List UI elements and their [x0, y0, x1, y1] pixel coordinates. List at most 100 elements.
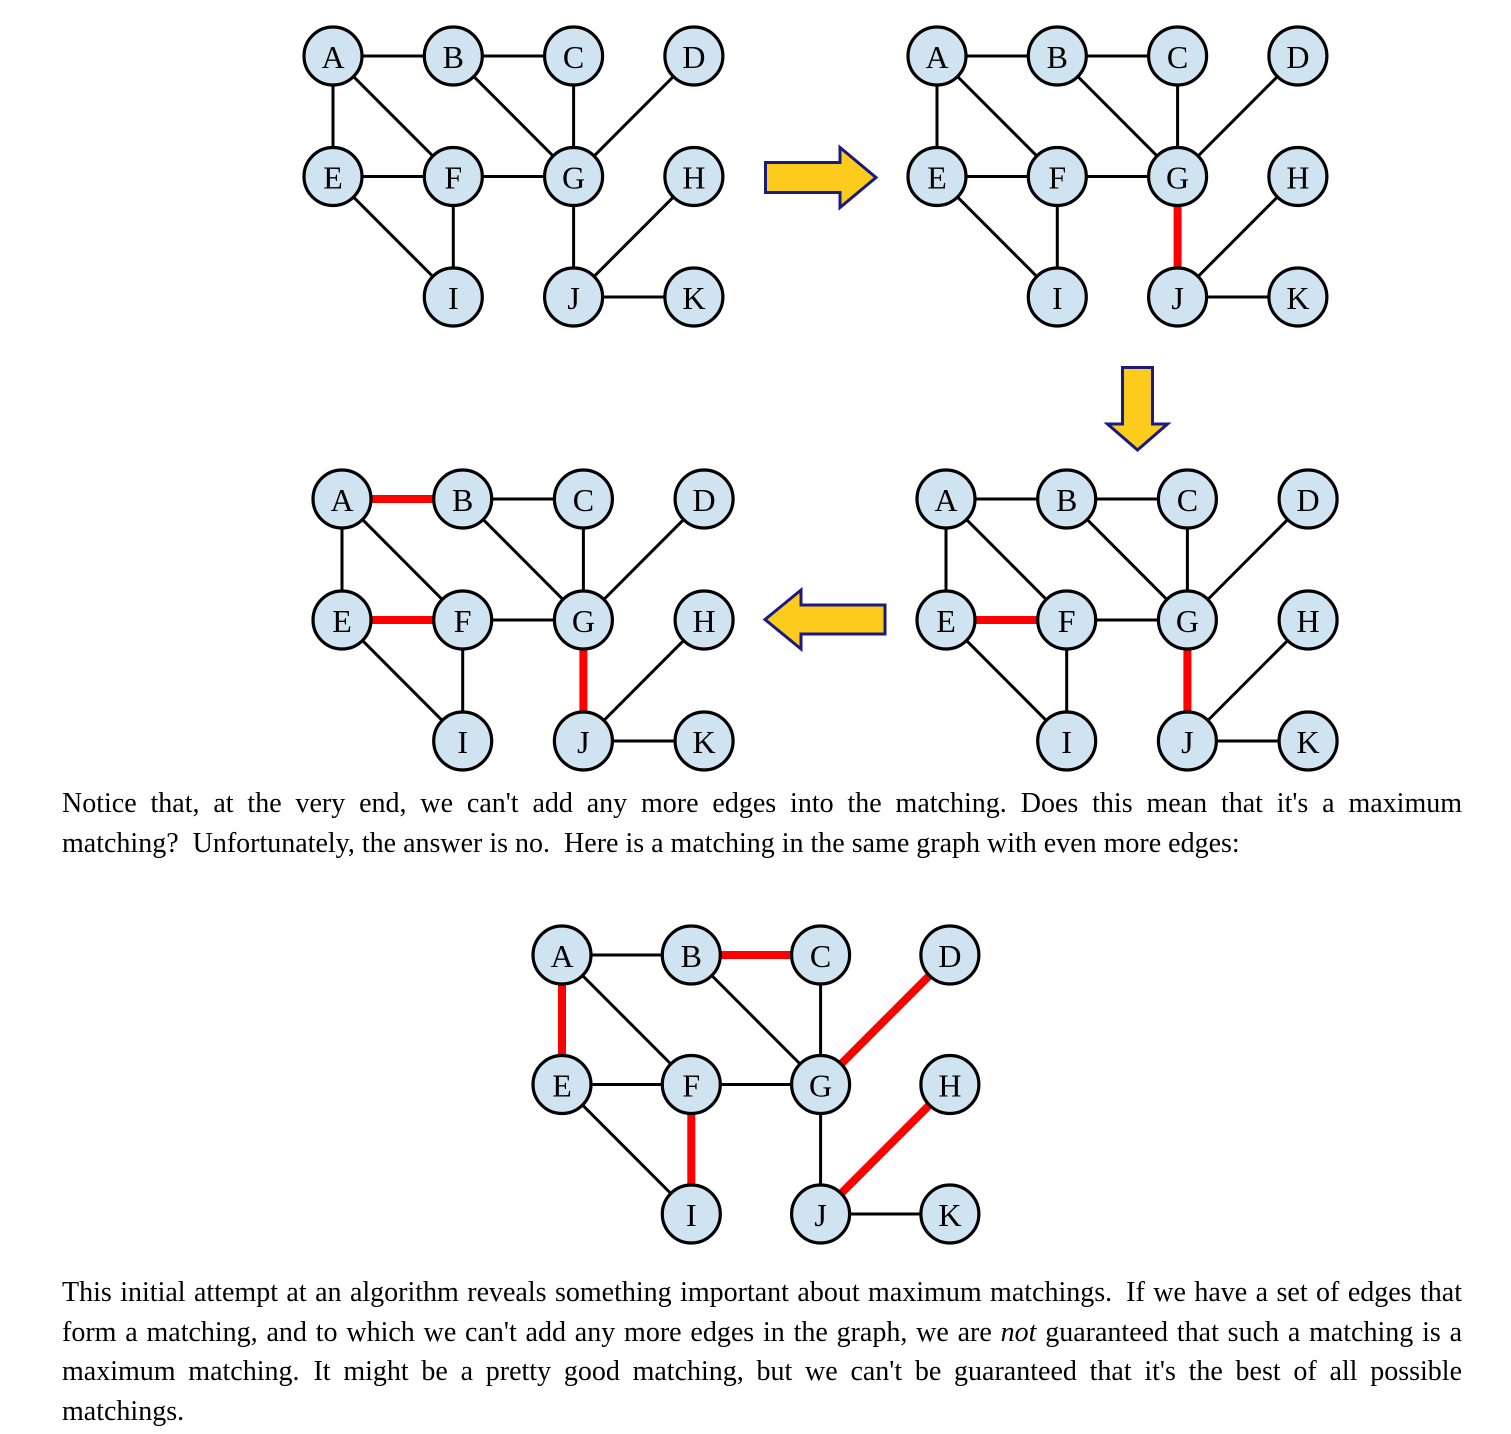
- node-label: G: [572, 603, 595, 639]
- paragraph-2-after: guaranteed that such a matching is a max…: [62, 1316, 1462, 1427]
- node-label: J: [567, 280, 579, 316]
- node-circle: [552, 589, 614, 651]
- node-f: F: [422, 145, 484, 208]
- node-label: C: [563, 39, 584, 75]
- node-label: J: [1171, 280, 1183, 316]
- node-label: E: [332, 603, 352, 639]
- node-label: C: [573, 482, 594, 518]
- node-circle: [660, 1053, 722, 1116]
- node-circle: [542, 25, 605, 87]
- node-k: K: [1277, 710, 1339, 772]
- node-circle: [432, 468, 494, 530]
- node-circle: [1267, 266, 1329, 328]
- node-circle: [1026, 25, 1088, 87]
- node-circle: [1156, 589, 1218, 651]
- node-circle: [1277, 710, 1339, 772]
- node-circle: [1156, 710, 1218, 772]
- node-circle: [919, 1183, 981, 1245]
- node-label: B: [443, 39, 464, 75]
- node-d: D: [673, 468, 735, 530]
- node-circle: [552, 468, 614, 530]
- node-e: E: [531, 1053, 593, 1116]
- node-i: I: [422, 266, 484, 328]
- node-label: C: [810, 938, 831, 974]
- node-label: G: [562, 159, 585, 195]
- node-j: J: [552, 710, 614, 772]
- node-e: E: [302, 145, 364, 208]
- node-label: K: [1286, 280, 1309, 316]
- node-a: A: [302, 25, 364, 87]
- node-circle: [663, 266, 725, 328]
- node-c: C: [1156, 468, 1218, 530]
- node-label: K: [938, 1197, 961, 1233]
- paragraph-1-text: Notice that, at the very end, we can't a…: [62, 788, 1462, 859]
- node-label: B: [681, 938, 702, 974]
- node-k: K: [919, 1183, 981, 1245]
- node-circle: [422, 145, 484, 208]
- node-circle: [1146, 25, 1209, 87]
- node-circle: [552, 710, 614, 772]
- node-label: A: [330, 482, 353, 518]
- node-j: J: [1146, 266, 1209, 328]
- node-label: B: [1056, 482, 1077, 518]
- node-label: F: [1048, 159, 1066, 195]
- node-circle: [789, 1183, 852, 1245]
- node-circle: [789, 924, 852, 986]
- node-k: K: [663, 266, 725, 328]
- node-circle: [302, 145, 364, 208]
- node-label: G: [1176, 603, 1199, 639]
- node-b: B: [1026, 25, 1088, 87]
- node-b: B: [432, 468, 494, 530]
- node-circle: [1277, 468, 1339, 530]
- node-label: K: [1297, 724, 1320, 760]
- node-label: D: [1286, 39, 1309, 75]
- node-label: J: [577, 724, 589, 760]
- node-f: F: [1036, 589, 1098, 651]
- node-label: K: [682, 280, 705, 316]
- node-h: H: [673, 589, 735, 651]
- node-circle: [1026, 145, 1088, 208]
- node-g: G: [789, 1053, 852, 1116]
- node-circle: [1036, 710, 1098, 772]
- node-e: E: [311, 589, 373, 651]
- node-label: C: [1177, 482, 1198, 518]
- paragraph-2-before: This initial attempt at an algorithm rev…: [62, 1277, 1462, 1348]
- node-circle: [1267, 25, 1329, 87]
- node-circle: [673, 589, 735, 651]
- node-circle: [906, 145, 968, 208]
- node-label: D: [938, 938, 961, 974]
- node-circle: [663, 25, 725, 87]
- node-d: D: [1277, 468, 1339, 530]
- node-label: I: [1061, 724, 1072, 760]
- node-j: J: [1156, 710, 1218, 772]
- node-circle: [1026, 266, 1088, 328]
- node-label: B: [1047, 39, 1068, 75]
- node-label: G: [809, 1068, 832, 1104]
- node-circle: [1146, 145, 1209, 208]
- node-label: B: [452, 482, 473, 518]
- paragraph-conclusion: This initial attempt at an algorithm rev…: [62, 1273, 1462, 1431]
- node-label: A: [321, 39, 344, 75]
- node-i: I: [1026, 266, 1088, 328]
- node-label: A: [925, 39, 948, 75]
- node-circle: [919, 924, 981, 986]
- node-label: I: [1052, 280, 1063, 316]
- node-f: F: [660, 1053, 722, 1116]
- node-b: B: [1036, 468, 1098, 530]
- node-label: D: [693, 482, 716, 518]
- node-label: E: [936, 603, 956, 639]
- node-j: J: [789, 1183, 852, 1245]
- node-circle: [542, 266, 605, 328]
- node-circle: [1146, 266, 1209, 328]
- node-d: D: [919, 924, 981, 986]
- node-d: D: [1267, 25, 1329, 87]
- arrow-down-icon: [1103, 366, 1172, 452]
- node-a: A: [531, 924, 593, 986]
- node-label: I: [686, 1197, 697, 1233]
- node-circle: [1156, 468, 1218, 530]
- node-i: I: [660, 1183, 722, 1245]
